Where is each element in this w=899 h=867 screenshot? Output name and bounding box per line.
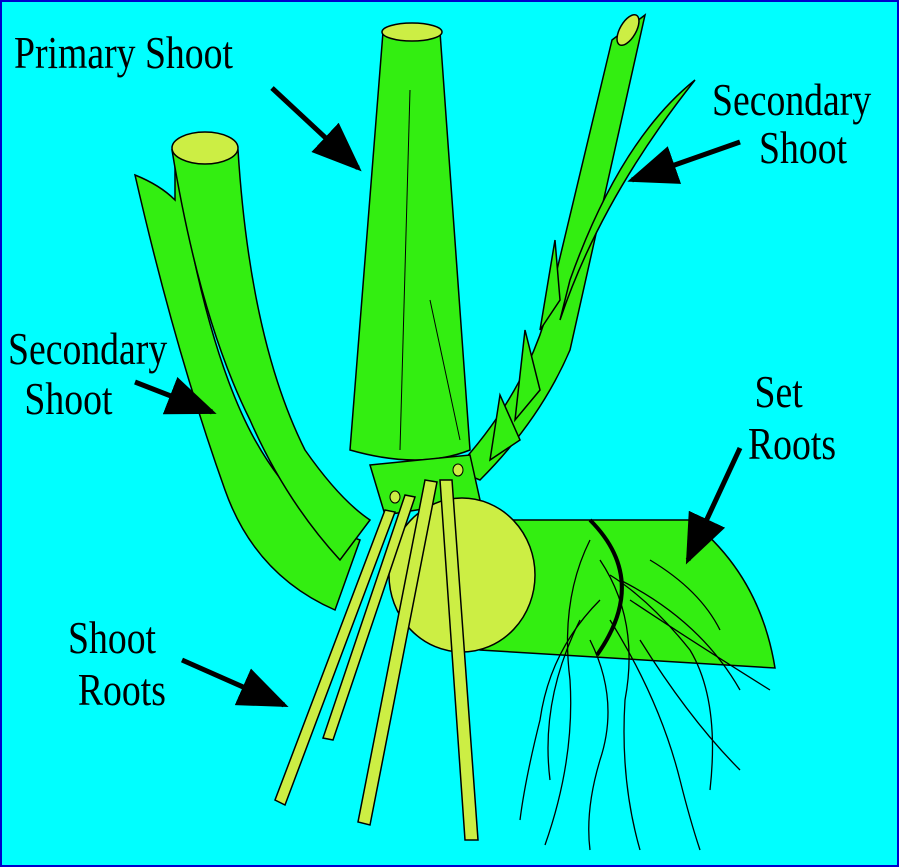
label-set-roots: Set Roots <box>748 366 836 470</box>
left-shoot-cut-top <box>172 132 238 164</box>
label-secondary-shoot-right: Secondary Shoot <box>712 76 871 172</box>
label-shoot-roots-line2: Roots <box>68 664 166 716</box>
primary-shoot-arrow <box>272 88 358 168</box>
label-shoot-roots-line1: Shoot <box>68 612 166 664</box>
label-set-roots-line2: Roots <box>748 418 836 470</box>
label-secondary-shoot-left-line1: Secondary <box>8 324 167 374</box>
right-secondary-shoot <box>455 15 645 480</box>
label-secondary-shoot-left-line2: Shoot <box>8 374 167 424</box>
label-secondary-shoot-left: Secondary Shoot <box>8 324 167 424</box>
label-primary-shoot: Primary Shoot <box>14 30 233 76</box>
label-shoot-roots: Shoot Roots <box>68 612 166 716</box>
label-secondary-shoot-right-line1: Secondary <box>712 76 871 124</box>
primary-shoot-cut-top <box>382 23 442 41</box>
label-primary-shoot-text: Primary Shoot <box>14 30 233 76</box>
label-set-roots-line1: Set <box>748 366 836 418</box>
label-secondary-shoot-right-line2: Shoot <box>712 124 871 172</box>
shoot-roots-arrow <box>182 660 284 705</box>
